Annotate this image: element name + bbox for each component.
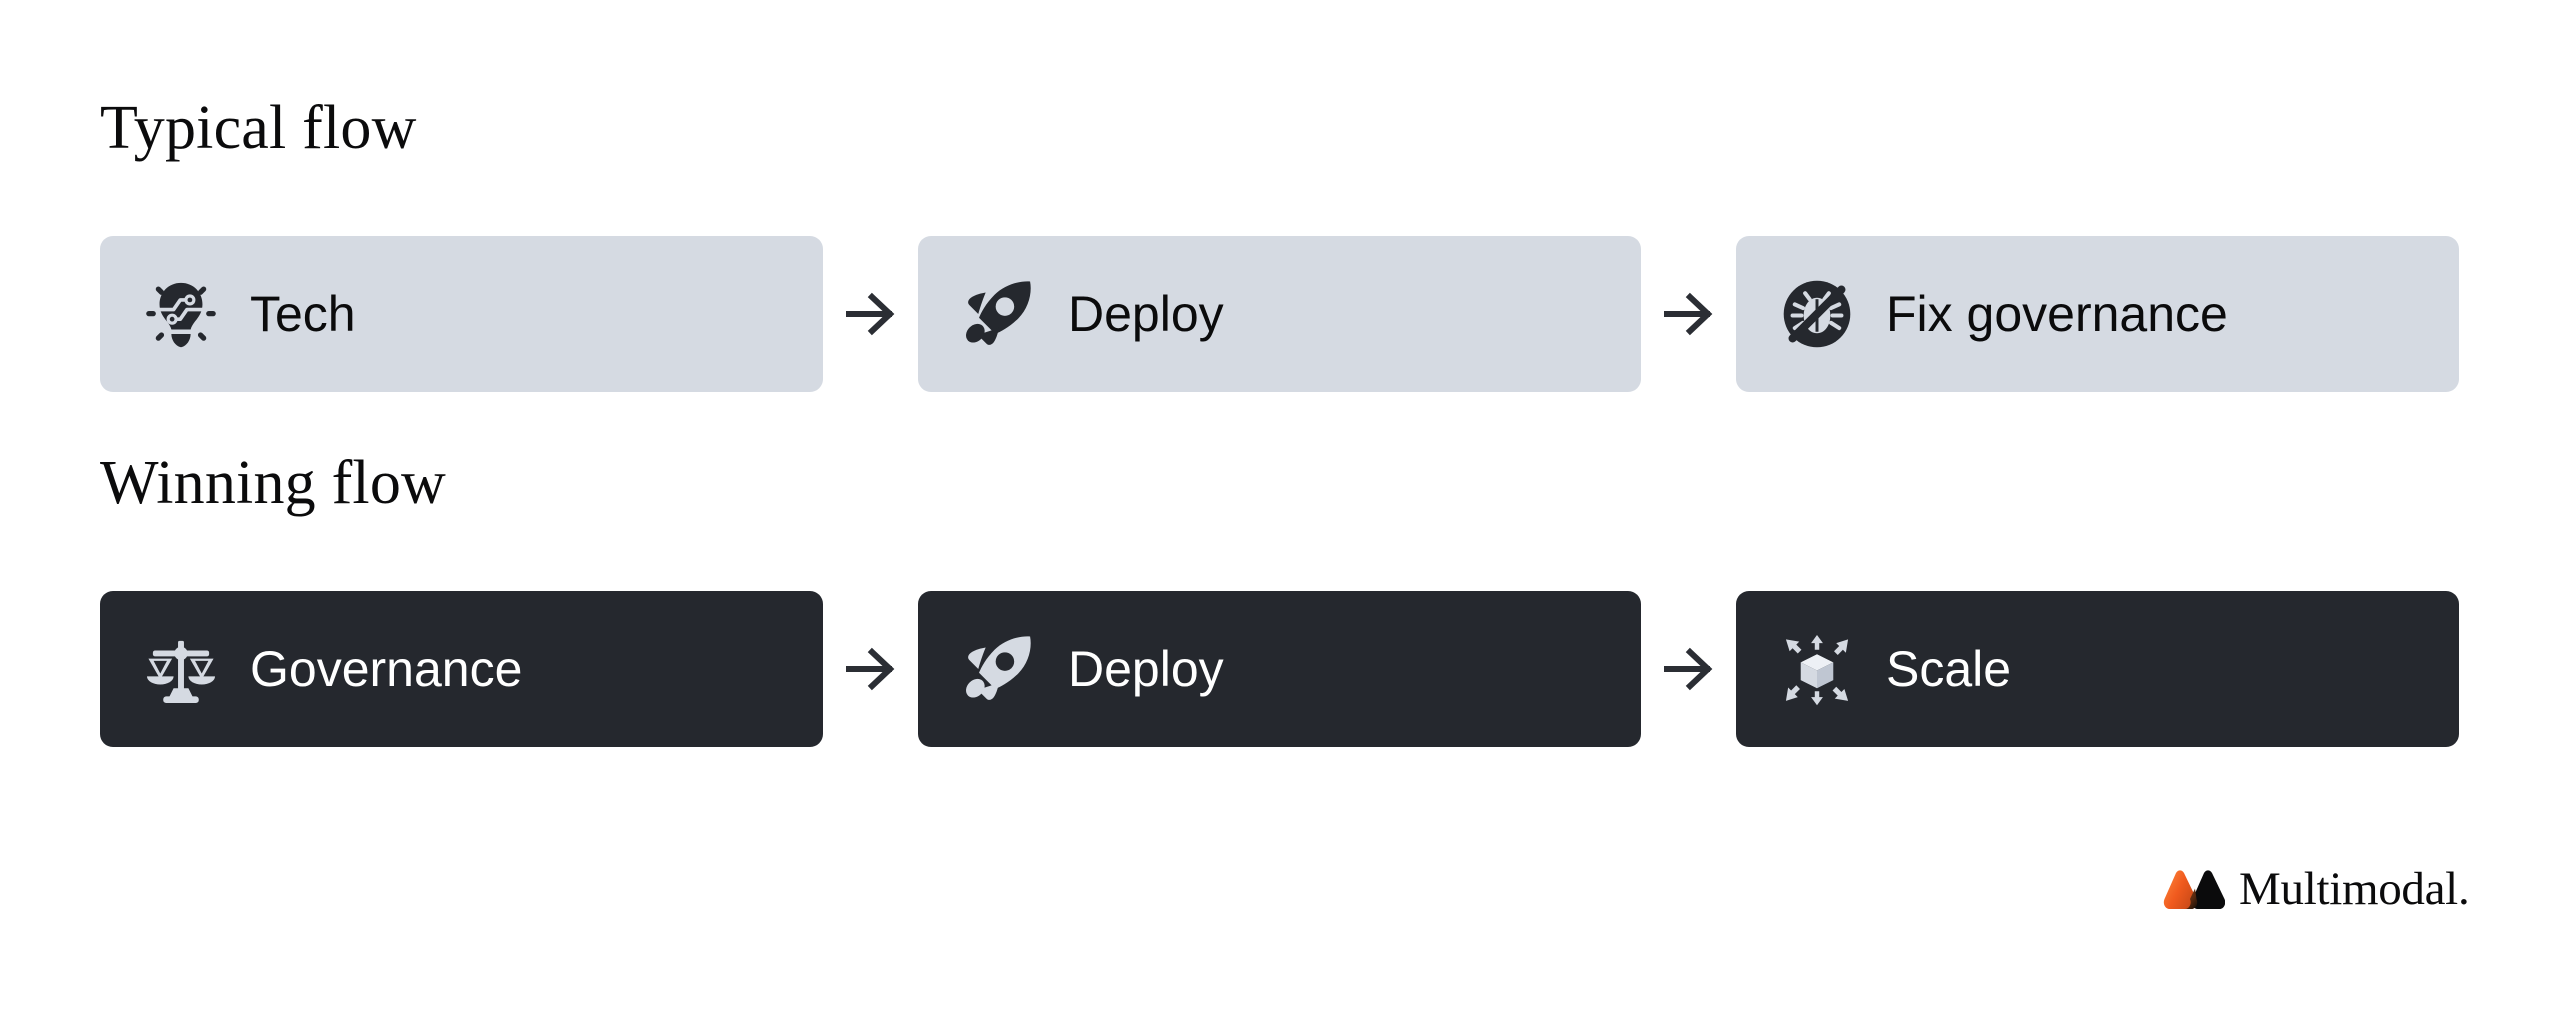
arrow-right-icon (845, 647, 897, 691)
flow-card-governance[interactable]: Governance (100, 591, 823, 747)
flow-card-label: Deploy (1068, 641, 1224, 697)
cube-expand-arrows-icon (1780, 632, 1854, 706)
flow-row-winning: Governance (100, 591, 2460, 747)
flow-separator (823, 647, 918, 691)
lightbulb-circuit-icon (144, 277, 218, 351)
section-heading-typical-flow: Typical flow (100, 94, 417, 162)
balance-scales-icon (144, 632, 218, 706)
flow-card-fix-governance[interactable]: Fix governance (1736, 236, 2459, 392)
flow-card-deploy[interactable]: Deploy (918, 591, 1641, 747)
multimodal-triangles-logo (2163, 868, 2226, 912)
rocket-icon (962, 277, 1036, 351)
flow-card-tech[interactable]: Tech (100, 236, 823, 392)
arrow-right-icon (845, 292, 897, 336)
flow-card-deploy[interactable]: Deploy (918, 236, 1641, 392)
arrow-right-icon (1663, 647, 1715, 691)
multimodal-logo: Multimodal. (2163, 863, 2470, 915)
flow-card-label: Governance (250, 641, 523, 697)
bug-slash-circle-icon (1780, 277, 1854, 351)
flow-card-label: Deploy (1068, 286, 1224, 342)
flow-card-label: Tech (250, 286, 356, 342)
flow-row-typical: Tech (100, 236, 2460, 392)
flow-separator (1641, 647, 1736, 691)
flow-card-label: Fix governance (1886, 286, 2228, 342)
flow-separator (823, 292, 918, 336)
flow-card-label: Scale (1886, 641, 2012, 697)
rocket-icon (962, 632, 1036, 706)
flow-separator (1641, 292, 1736, 336)
arrow-right-icon (1663, 292, 1715, 336)
logo-wordmark: Multimodal. (2239, 863, 2470, 915)
flow-card-scale[interactable]: Scale (1736, 591, 2459, 747)
section-heading-winning-flow: Winning flow (100, 449, 447, 517)
